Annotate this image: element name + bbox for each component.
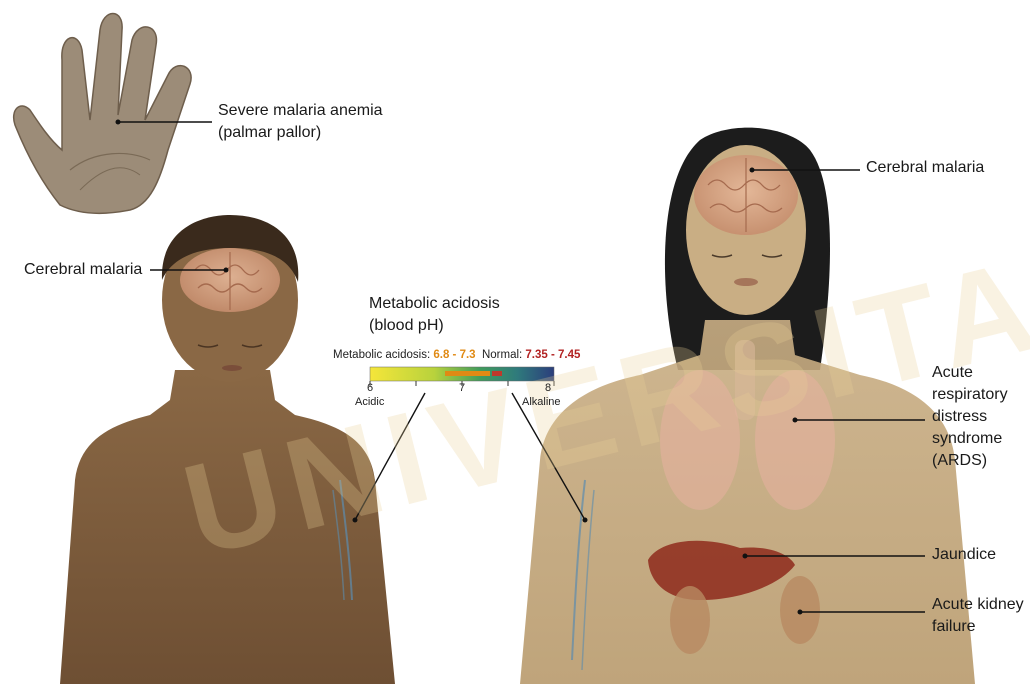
kidney-failure-label: Acute kidney failure — [932, 594, 1024, 638]
ph-acidic-label: Acidic — [355, 396, 384, 408]
jaundice-label: Jaundice — [932, 544, 996, 566]
ph-tick-8: 8 — [545, 382, 551, 394]
ph-tick-6: 6 — [367, 382, 373, 394]
hand-anemia-label: Severe malaria anemia (palmar pallor) — [218, 100, 383, 144]
acidosis-title: Metabolic acidosis (blood pH) — [369, 293, 500, 337]
normal-range: 7.35 - 7.45 — [525, 349, 580, 361]
ph-alkaline-label: Alkaline — [522, 396, 561, 408]
child-cerebral-malaria-label: Cerebral malaria — [24, 259, 142, 281]
ards-label: Acute respiratory distress syndrome (ARD… — [932, 362, 1008, 472]
hand-illustration — [14, 14, 191, 214]
acidosis-range: 6.8 - 7.3 — [433, 349, 475, 361]
ph-tick-7: 7 — [459, 382, 465, 394]
woman-cerebral-malaria-label: Cerebral malaria — [866, 157, 984, 179]
ph-legend: Metabolic acidosis: 6.8 - 7.3 Normal: 7.… — [333, 349, 580, 361]
